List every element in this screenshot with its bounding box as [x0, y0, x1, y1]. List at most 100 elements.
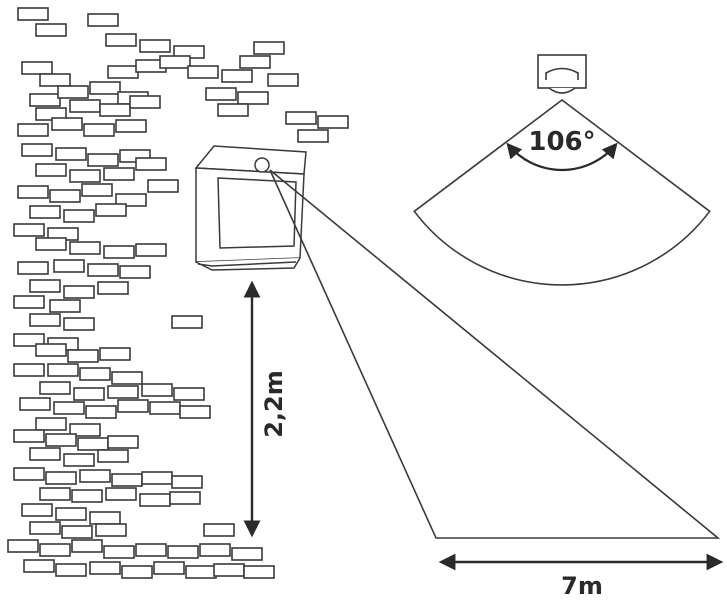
brick: [159, 55, 191, 69]
brick: [87, 13, 119, 27]
brick: [85, 405, 117, 419]
brick: [83, 123, 115, 137]
brick: [35, 417, 67, 431]
brick: [13, 363, 45, 377]
brick: [297, 129, 329, 143]
brick: [19, 397, 51, 411]
brick: [73, 387, 105, 401]
brick: [49, 299, 81, 313]
brick: [29, 521, 61, 535]
brick: [79, 367, 111, 381]
brick: [107, 65, 139, 79]
angle-arc-arrow: [506, 142, 618, 172]
brick: [103, 167, 135, 181]
brick: [99, 103, 131, 117]
height-label: 2,2m: [260, 370, 288, 438]
brick: [13, 295, 45, 309]
lamp-window: [217, 177, 297, 249]
brick: [231, 547, 263, 561]
brick: [149, 401, 181, 415]
brick: [77, 437, 109, 451]
brick: [317, 115, 349, 129]
brick: [39, 381, 71, 395]
brick: [21, 143, 53, 157]
angle-label: 106°: [528, 127, 595, 157]
brick: [17, 185, 49, 199]
brick: [187, 65, 219, 79]
brick: [49, 189, 81, 203]
brick: [135, 543, 167, 557]
brick: [55, 147, 87, 161]
brick: [221, 69, 253, 83]
brick: [119, 265, 151, 279]
brick: [135, 157, 167, 171]
brick: [21, 503, 53, 517]
brick: [139, 493, 171, 507]
brick: [63, 209, 95, 223]
brick: [51, 117, 83, 131]
top-view-detection-sector: [413, 98, 711, 286]
range-label: 7m: [561, 572, 603, 600]
brick: [35, 23, 67, 37]
brick: [57, 85, 89, 99]
brick: [239, 55, 271, 69]
brick: [67, 349, 99, 363]
brick: [45, 433, 77, 447]
brick: [81, 183, 113, 197]
brick: [71, 539, 103, 553]
brick: [29, 313, 61, 327]
brick: [21, 61, 53, 75]
brick: [107, 385, 139, 399]
brick: [117, 399, 149, 413]
brick: [87, 153, 119, 167]
brick: [61, 525, 93, 539]
brick: [13, 333, 45, 347]
brick: [103, 545, 135, 559]
sensor-head-icon: [537, 54, 587, 94]
brick: [55, 507, 87, 521]
brick: [63, 317, 95, 331]
brick: [167, 545, 199, 559]
brick: [69, 241, 101, 255]
brick: [13, 467, 45, 481]
brick: [89, 511, 121, 525]
brick: [153, 561, 185, 575]
brick: [35, 237, 67, 251]
brick: [13, 223, 45, 237]
brick: [89, 81, 121, 95]
brick: [253, 41, 285, 55]
brick: [17, 7, 49, 21]
brick: [111, 371, 143, 385]
brick: [69, 423, 101, 437]
wall-lamp: [194, 145, 307, 271]
brick: [129, 95, 161, 109]
brick: [23, 559, 55, 573]
brick: [267, 73, 299, 87]
brick: [237, 91, 269, 105]
brick: [53, 259, 85, 273]
brick: [95, 523, 127, 537]
brick: [29, 279, 61, 293]
brick: [169, 491, 201, 505]
brick: [141, 471, 173, 485]
brick: [55, 563, 87, 577]
brick: [39, 543, 71, 557]
brick: [185, 565, 217, 579]
sensor-lens-icon: [254, 157, 270, 173]
brick: [87, 263, 119, 277]
brick: [243, 565, 275, 579]
brick: [7, 539, 39, 553]
side-detection-cone: [269, 169, 721, 539]
brick: [63, 453, 95, 467]
brick: [47, 363, 79, 377]
brick: [35, 107, 67, 121]
brick: [17, 261, 49, 275]
brick: [99, 347, 131, 361]
brick: [45, 471, 77, 485]
brick: [53, 401, 85, 415]
brick: [173, 387, 205, 401]
brick: [69, 169, 101, 183]
brick: [139, 39, 171, 53]
brick: [71, 489, 103, 503]
